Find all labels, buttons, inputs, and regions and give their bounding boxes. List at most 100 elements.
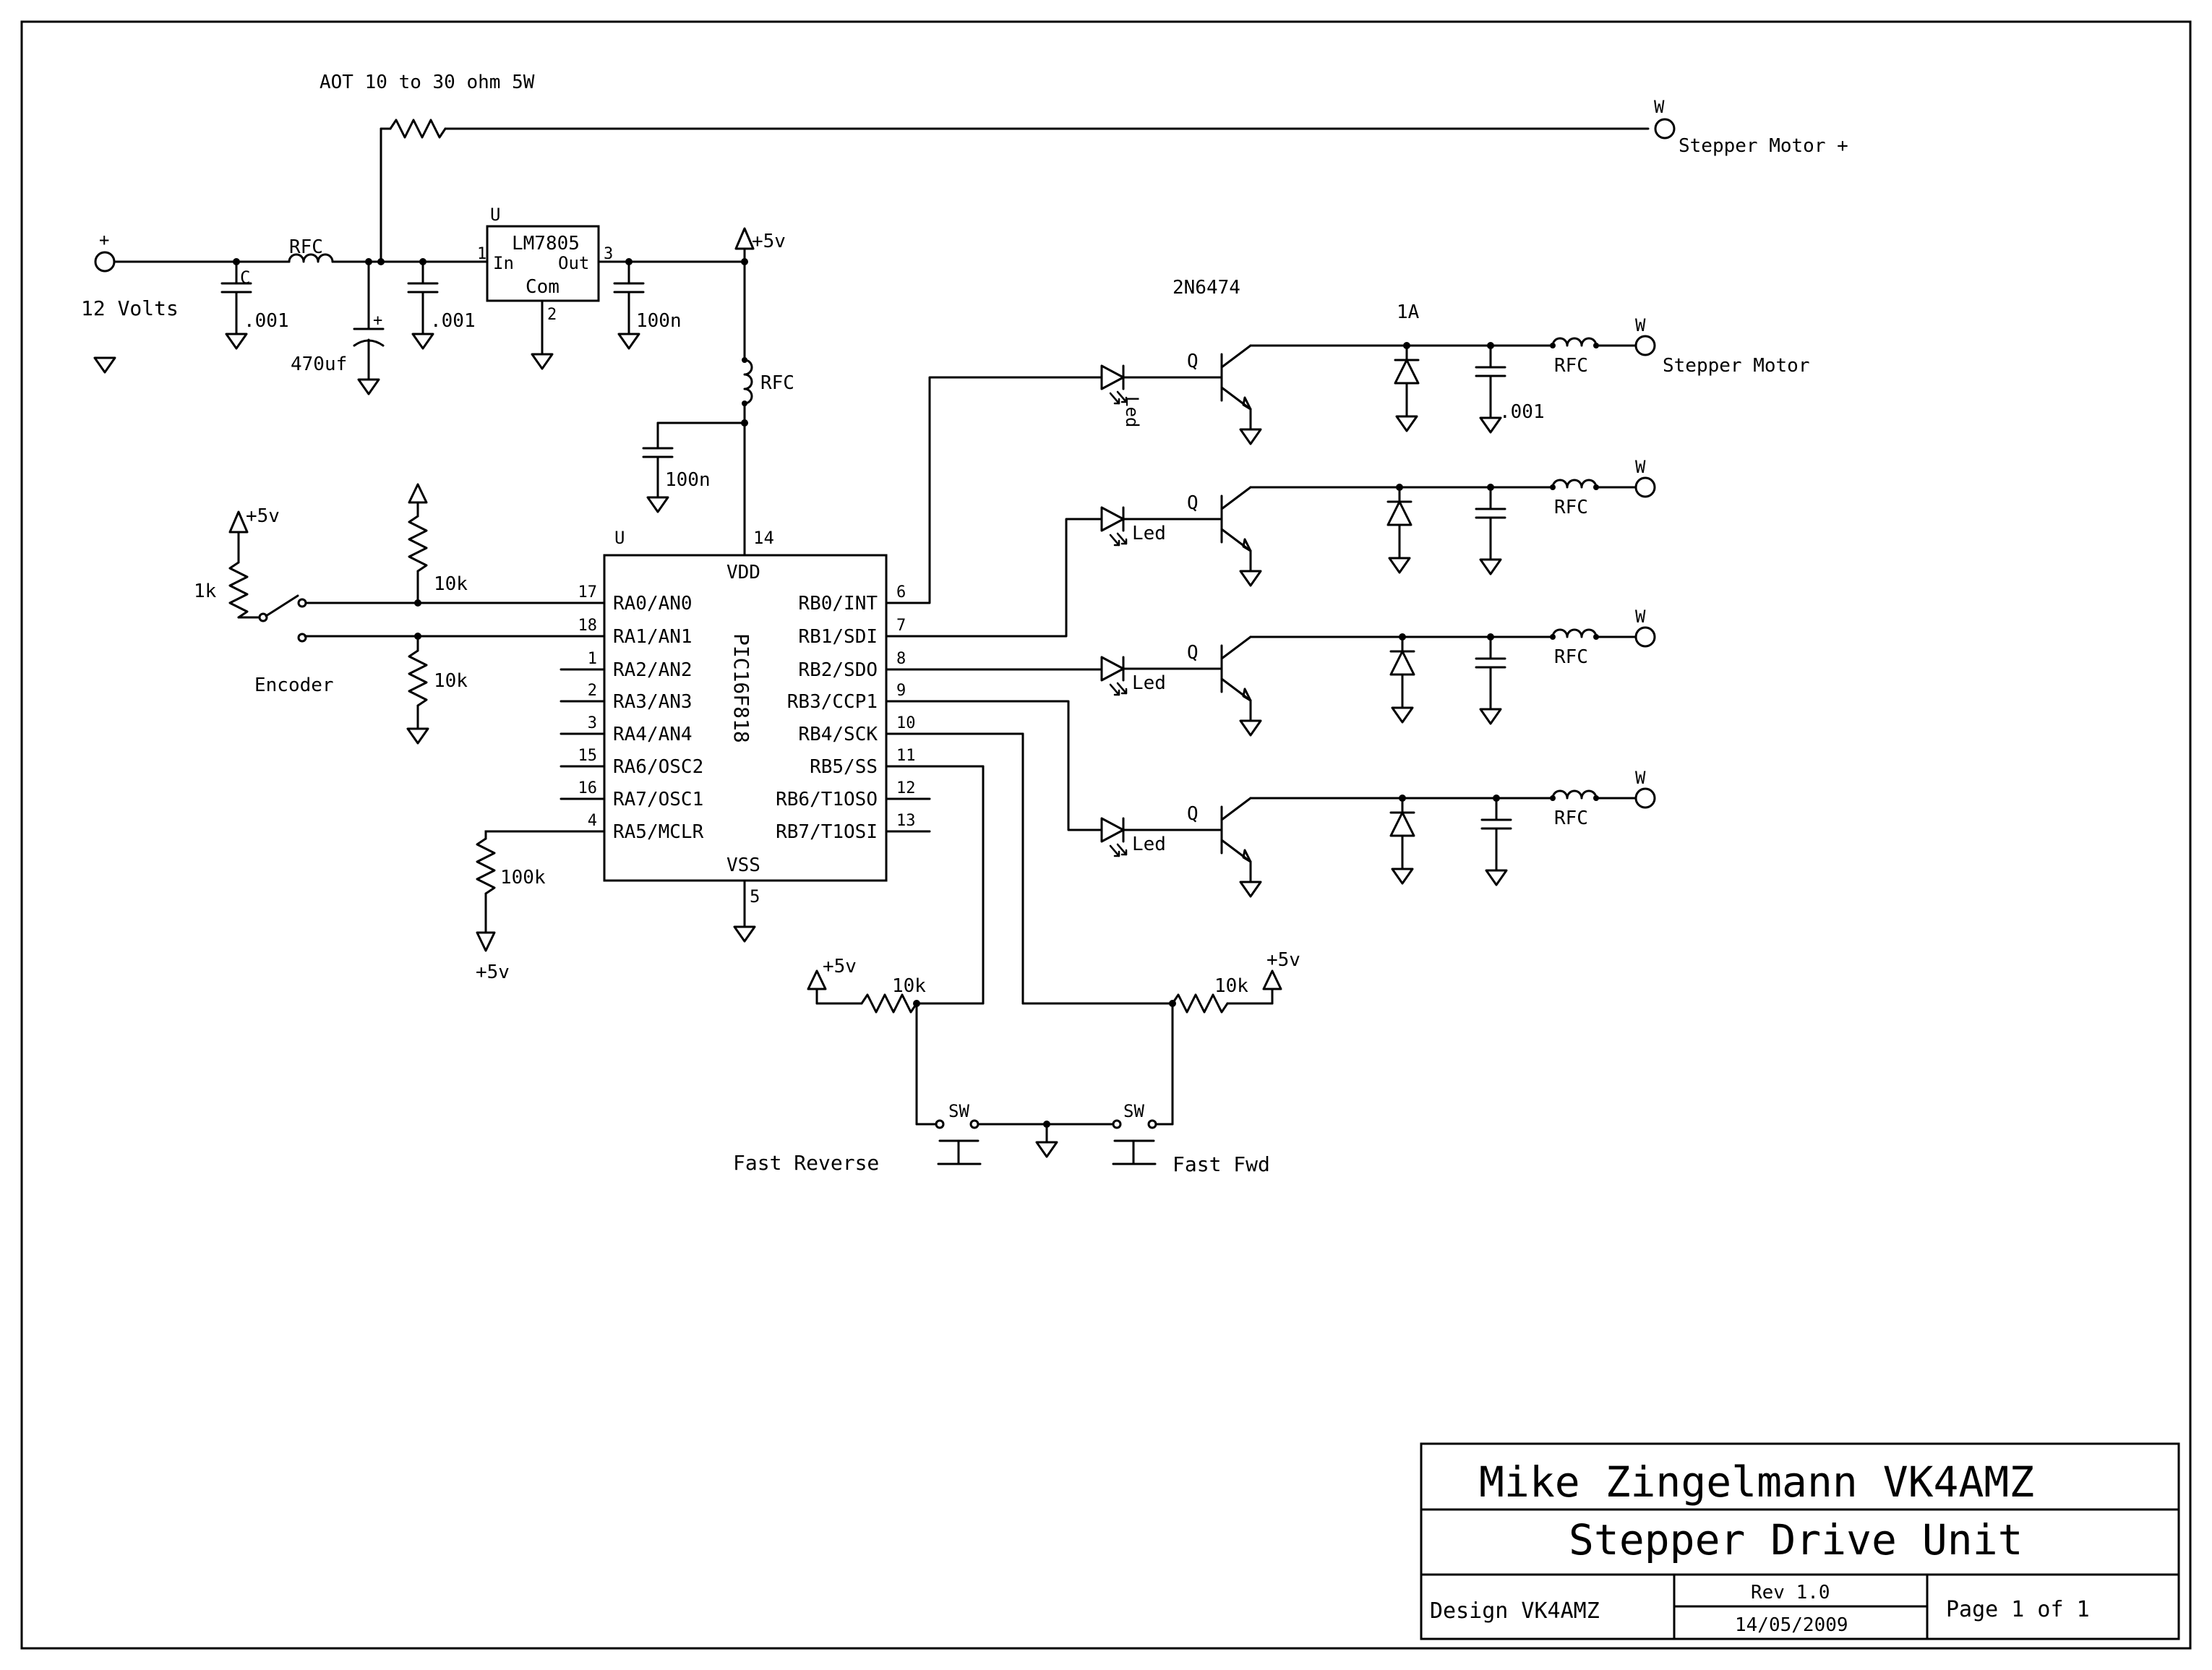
mcu-pin-number: 9 xyxy=(896,682,906,700)
title-rev: Rev 1.0 xyxy=(1751,1582,1830,1603)
regulator-pin2: 2 xyxy=(547,306,557,324)
mcu-pin-name: RB3/CCP1 xyxy=(787,691,878,713)
regulator-out: Out xyxy=(558,253,589,273)
transistor-q-label: Q xyxy=(1187,642,1199,664)
stepper-plus-label: Stepper Motor + xyxy=(1679,135,1848,157)
title-author: Mike Zingelmann VK4AMZ xyxy=(1479,1457,2034,1507)
led-label: Led xyxy=(1122,396,1142,427)
encoder-label: Encoder xyxy=(254,675,334,696)
driver-channel-2: Led Q RFC W xyxy=(885,457,1656,638)
vcc-5v-encoder-label: +5v xyxy=(246,505,280,527)
transistor-q-label: Q xyxy=(1187,492,1199,514)
mcu-pin-number: 16 xyxy=(578,779,598,797)
led-label: Led xyxy=(1132,523,1166,544)
stepper-plus-terminal xyxy=(1654,118,1676,140)
rfc-input-label: RFC xyxy=(289,236,323,258)
terminal-w-label: W xyxy=(1635,457,1646,477)
led-label: Led xyxy=(1132,834,1166,855)
mcu-pin-number: 4 xyxy=(588,812,597,830)
cap-001-a-label: .001 xyxy=(244,310,289,332)
mcu-pin-number: 7 xyxy=(896,617,906,635)
title-page: Page 1 of 1 xyxy=(1946,1597,2090,1622)
fast-fwd-label: Fast Fwd xyxy=(1173,1152,1270,1176)
mcu-pin-name: RB5/SS xyxy=(810,756,878,778)
mcu-pin-number: 12 xyxy=(896,779,916,797)
r100k-label: 100k xyxy=(500,867,546,888)
twelve-volts-label: 12 Volts xyxy=(81,296,179,320)
mcu-pin-name: RA6/OSC2 xyxy=(613,756,703,778)
rfc-label: RFC xyxy=(1554,808,1588,829)
sw-fwd-label: SW xyxy=(1123,1101,1144,1121)
driver-channel-3: Led Q RFC W xyxy=(885,607,1656,737)
mcu-pin-number: 1 xyxy=(588,650,597,668)
mcu-part: PIC16F818 xyxy=(729,633,753,743)
motor-terminal xyxy=(1634,626,1656,648)
mcu-pin-number: 2 xyxy=(588,682,597,700)
mcu-right-pins: 6RB0/INT7RB1/SDI8RB2/SDO9RB3/CCP110RB4/S… xyxy=(776,583,931,843)
transistor-q-label: Q xyxy=(1187,803,1199,825)
motor-terminal xyxy=(1634,476,1656,498)
transistor-part-label: 2N6474 xyxy=(1173,277,1240,299)
title-name: Stepper Drive Unit xyxy=(1569,1515,2023,1564)
vcc-5v-top-label: +5v xyxy=(752,231,786,252)
terminal-w-label: W xyxy=(1635,607,1646,627)
sheet-border xyxy=(20,20,2192,1650)
regulator-in: In xyxy=(493,253,514,273)
mcu-pin-name: RB7/T1OSI xyxy=(776,821,878,843)
mcu-pin-name: RA2/AN2 xyxy=(613,659,693,681)
stepper-motor-label: Stepper Motor xyxy=(1663,355,1810,377)
title-date: 14/05/2009 xyxy=(1735,1614,1848,1636)
cap-001-b-label: .001 xyxy=(430,310,476,332)
mcu-pin-name: RA7/OSC1 xyxy=(613,789,703,810)
r10k-rev-label: 10k xyxy=(892,975,926,997)
terminal-w-label: W xyxy=(1635,768,1646,788)
regulator-ref: U xyxy=(490,205,500,225)
mcu-pin-name: RB1/SDI xyxy=(798,626,878,648)
mcu-pin-name: RA1/AN1 xyxy=(613,626,693,648)
cap-001-c-label: .001 xyxy=(1499,401,1545,423)
power-input-terminal xyxy=(94,251,116,273)
led-label: Led xyxy=(1132,672,1166,694)
rfc-label: RFC xyxy=(1554,646,1588,668)
vcc-5v-mclr-label: +5v xyxy=(476,962,510,983)
fast-reverse-label: Fast Reverse xyxy=(733,1151,879,1175)
c-label: C xyxy=(240,267,250,288)
motor-terminal xyxy=(1634,335,1656,356)
plus-label: + xyxy=(99,230,109,250)
mcu-vss: VSS xyxy=(726,855,760,876)
terminal-w-label: W xyxy=(1654,97,1665,117)
rfc-label: RFC xyxy=(1554,497,1588,518)
mcu-pin-name: RB6/T1OSO xyxy=(776,789,878,810)
mcu-vdd: VDD xyxy=(726,562,760,583)
transistor-q-label: Q xyxy=(1187,351,1199,372)
mcu-pin-name: RA3/AN3 xyxy=(613,691,693,713)
title-design: Design VK4AMZ xyxy=(1430,1598,1600,1624)
mcu-pin-number: 10 xyxy=(896,714,916,732)
mcu-pin-name: RB0/INT xyxy=(798,593,878,615)
mcu-pin-name: RA0/AN0 xyxy=(613,593,693,615)
electrolytic-plus-label: + xyxy=(373,312,382,330)
r10k-b-label: 10k xyxy=(434,670,468,692)
mcu-pin-name: RB4/SCK xyxy=(798,724,878,745)
mcu-pin-number: 8 xyxy=(896,650,906,668)
mcu-pin-number: 17 xyxy=(578,583,598,601)
mcu-left-pins: 17RA0/AN018RA1/AN11RA2/AN22RA3/AN33RA4/A… xyxy=(560,583,704,843)
rfc-label: RFC xyxy=(1554,355,1588,377)
regulator-com: Com xyxy=(526,276,560,298)
mcu-pin-number: 15 xyxy=(578,747,598,765)
cap-100n-a-label: 100n xyxy=(636,310,682,332)
regulator-part: LM7805 xyxy=(512,233,580,254)
mcu-pin-number: 11 xyxy=(896,747,916,765)
vcc-5v-fast-fwd-label: +5v xyxy=(1266,949,1300,971)
driver-channel-4: Led Q RFC W xyxy=(885,700,1656,898)
terminal-w-label: W xyxy=(1635,315,1646,335)
mcu-ref: U xyxy=(614,528,625,548)
mcu-vss-pin: 5 xyxy=(750,886,760,907)
rfc-vdd-label: RFC xyxy=(760,372,794,394)
mcu-vdd-pin: 14 xyxy=(753,528,774,548)
regulator-pin1: 1 xyxy=(477,245,486,263)
cap-100n-b-label: 100n xyxy=(665,469,711,491)
